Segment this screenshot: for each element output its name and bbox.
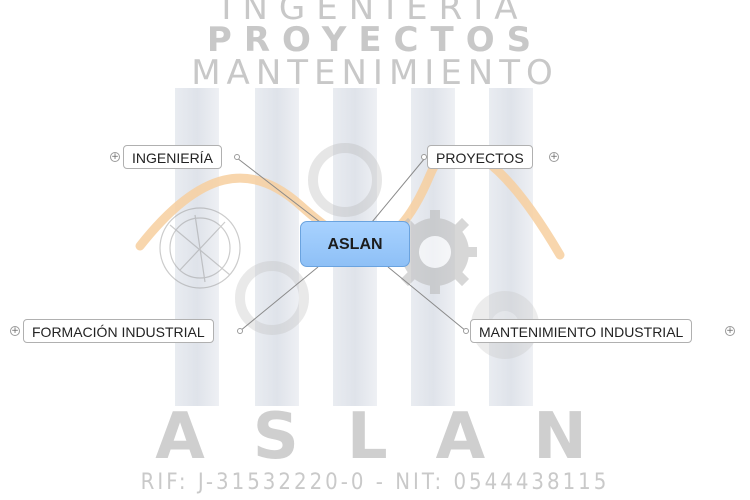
compass-drawing-icon: [159, 207, 241, 289]
topic-proyectos[interactable]: PROYECTOS: [427, 145, 533, 169]
watermark-brand: ASLAN: [155, 400, 635, 474]
connector-proyectos: [371, 157, 426, 223]
topic-ingenieria[interactable]: INGENIERÍA: [123, 145, 222, 169]
connector-mantenimiento: [387, 266, 467, 332]
anchor-dot: [421, 154, 427, 160]
connector-ingenieria: [236, 157, 321, 223]
watermark-line-ingenieria: INGENIERÍA: [221, 0, 529, 28]
topic-formacion-industrial[interactable]: FORMACIÓN INDUSTRIAL: [23, 319, 214, 343]
anchor-dot: [237, 328, 243, 334]
watermark-line-mantenimiento: MANTENIMIENTO: [191, 53, 559, 93]
expand-icon[interactable]: +: [10, 326, 20, 336]
connector-formacion: [239, 266, 319, 332]
topic-mantenimiento-industrial[interactable]: MANTENIMIENTO INDUSTRIAL: [470, 319, 693, 343]
central-topic[interactable]: ASLAN: [300, 221, 410, 267]
watermark-rif-nit: RIF: J-31532220-0 - NIT: 0544438115: [140, 470, 610, 495]
expand-icon[interactable]: +: [549, 152, 559, 162]
watermark-line-proyectos: PROYECTOS: [206, 20, 544, 60]
anchor-dot: [234, 154, 240, 160]
gear-icon: [393, 210, 477, 294]
expand-icon[interactable]: +: [725, 326, 735, 336]
anchor-dot: [463, 328, 469, 334]
expand-icon[interactable]: +: [110, 152, 120, 162]
